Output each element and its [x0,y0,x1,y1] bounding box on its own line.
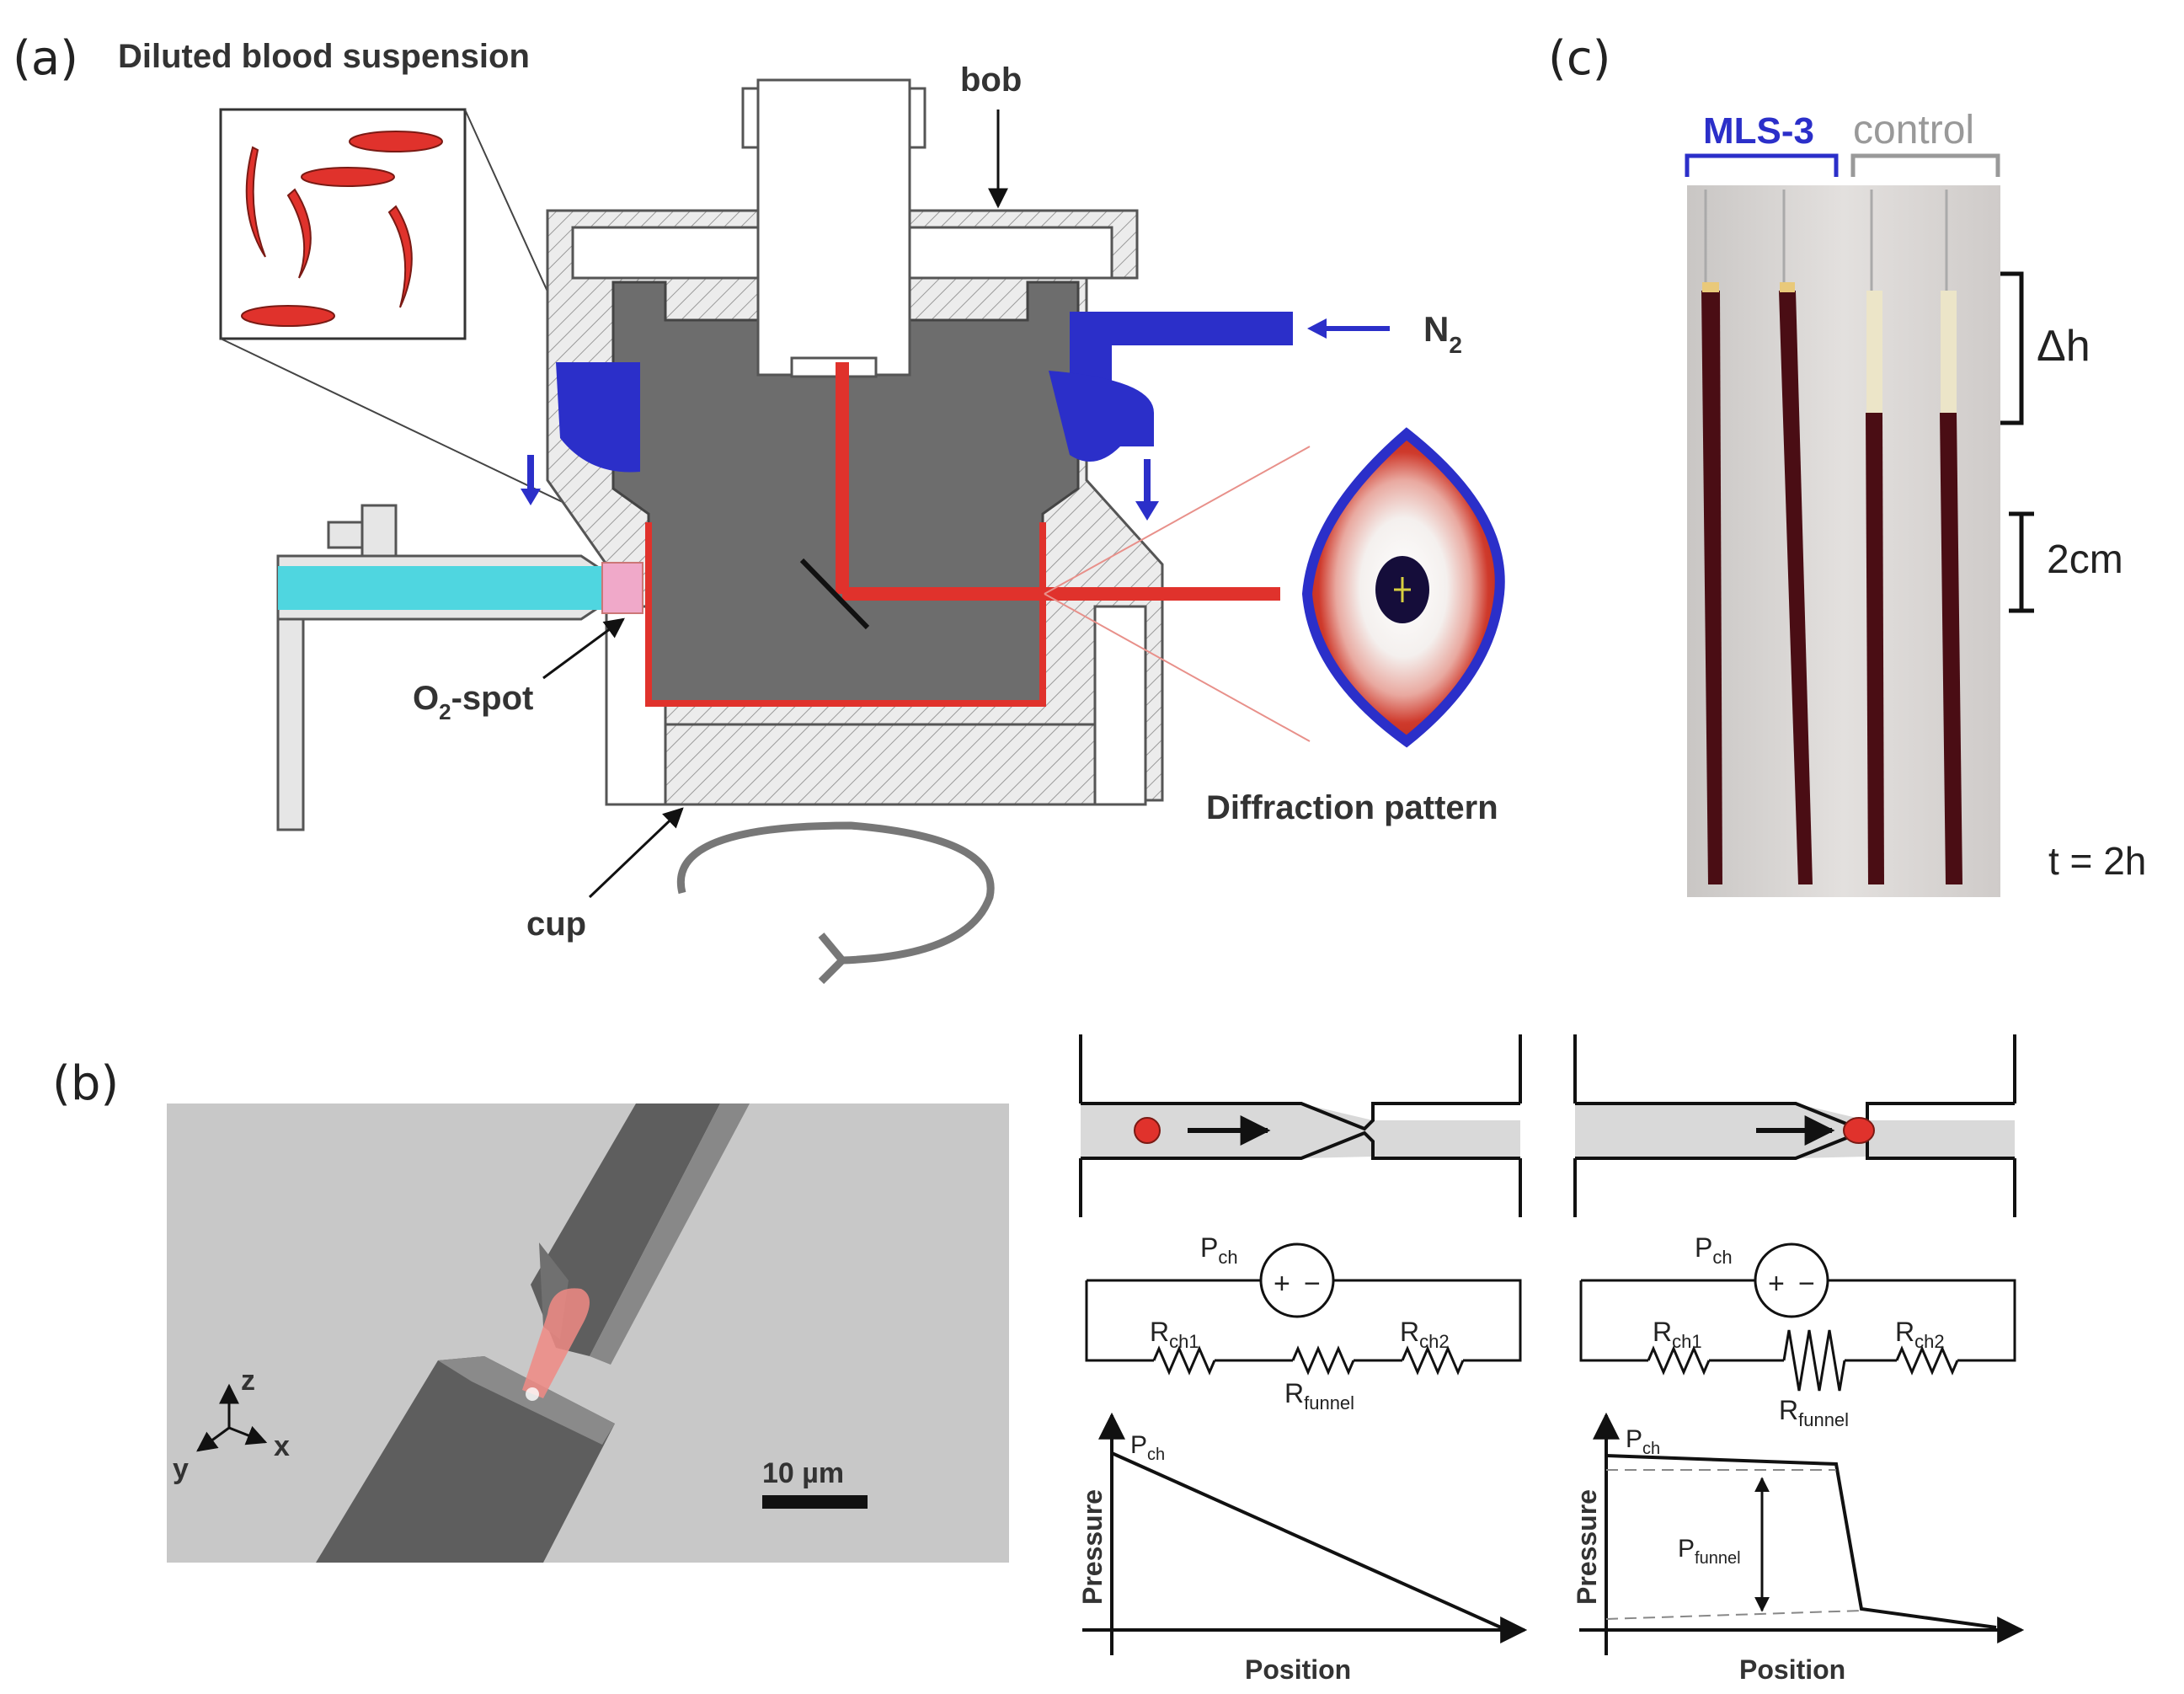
laser-path [645,362,1311,742]
delta-h-bracket [2000,271,2024,425]
mls3-bracket [1685,153,1839,177]
panel-c: (c) MLS-3 control Δh [1548,31,2146,897]
tube-control-2 [1940,190,1962,884]
axis-z-label: z [241,1365,255,1397]
circuit-left-r2: Rch2 [1400,1317,1450,1352]
time-label: t = 2h [2048,839,2146,883]
plot-right-pch: Pch [1626,1425,1660,1458]
scale-2cm-label: 2cm [2047,537,2123,582]
plot-left-xlabel: Position [1245,1654,1351,1685]
circuit-right-r1: Rch1 [1653,1317,1702,1352]
diffraction-label: Diffraction pattern [1206,789,1498,826]
delta-h-label: Δh [2037,322,2091,371]
control-bracket [1850,153,2000,177]
o2-spot-fitting [276,504,643,831]
plot-right-xlabel: Position [1739,1654,1845,1685]
tube-mls3-2 [1779,190,1813,884]
pressure-plot-right [1579,1412,2025,1655]
mls3-label: MLS-3 [1703,110,1814,152]
rbc-inset [219,108,656,540]
panel-b-label: (b) [52,1056,119,1111]
pressure-plot-left [1082,1412,1528,1655]
circuit-right-plus: + [1768,1268,1785,1300]
channel-schematic-right [1573,1034,2016,1217]
circuit-right-rf: Rfunnel [1779,1395,1849,1430]
panel-a: (a) Diluted blood suspension [13,31,1505,985]
circuit-right [1579,1242,2016,1392]
tube-mls3-1 [1701,190,1722,884]
diluted-blood-label: Diluted blood suspension [118,38,530,75]
circuit-left-minus: − [1304,1268,1321,1300]
circuit-left-rf: Rfunnel [1284,1378,1354,1413]
panel-c-label: (c) [1548,31,1610,86]
bob-label: bob [960,61,1022,99]
circuit-right-r2: Rch2 [1895,1317,1945,1352]
plot-right-pfunnel: Pfunnel [1678,1535,1741,1568]
plot-left-ylabel: Pressure [1077,1489,1108,1605]
panel-a-label: (a) [13,31,78,86]
plot-right-ylabel: Pressure [1572,1489,1602,1605]
tube-control-1 [1866,190,1884,884]
bob-shaft [741,78,926,378]
scale-bar-2cm [2009,511,2034,613]
plot-left-pch: Pch [1130,1431,1165,1464]
circuit-right-p: Pch [1695,1232,1733,1268]
circuit-left-plus: + [1274,1268,1290,1300]
axis-y-label: y [173,1453,189,1485]
scalebar [762,1495,868,1509]
n2-gas-channels [521,312,1390,521]
axis-x-label: x [274,1430,290,1462]
circuit-right-minus: − [1798,1268,1815,1300]
channel-schematic-left [1079,1034,1522,1217]
n2-label: N2 [1423,309,1462,358]
control-label: control [1853,108,1974,152]
cup-label: cup [526,906,586,943]
circuit-left-p: Pch [1200,1232,1238,1268]
axes-triad-icon [196,1383,268,1452]
panel-b: (b) z x y 10 µm [52,1034,2025,1685]
o2-spot-label: O2-spot [413,680,533,724]
circuit-left [1085,1242,1522,1376]
rotation-arrow-icon [676,821,995,985]
channel-3d-render [167,1104,1009,1563]
scalebar-label: 10 µm [762,1457,844,1489]
diffraction-pattern [1301,427,1505,748]
circuit-left-r1: Rch1 [1150,1317,1199,1352]
